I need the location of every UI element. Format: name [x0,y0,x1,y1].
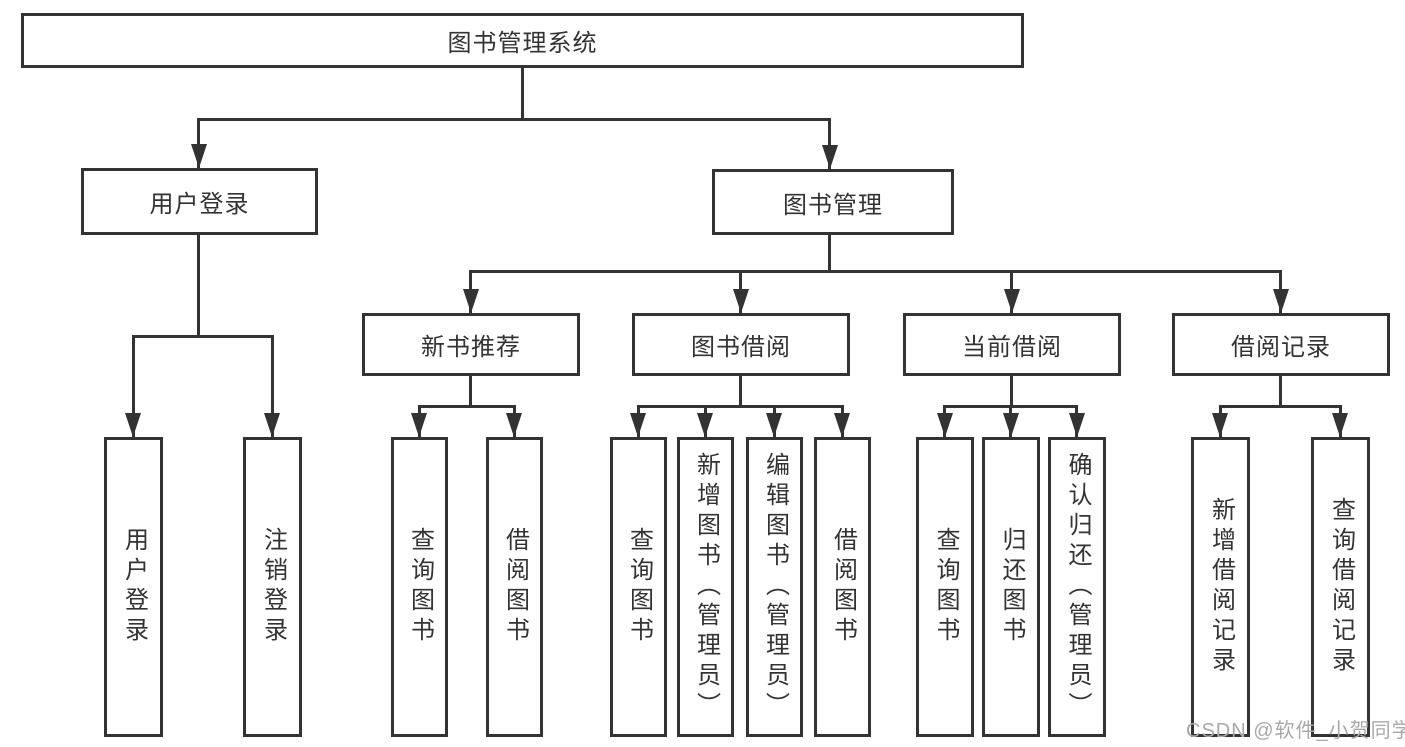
node-new-book-recommend: 新书推荐 [362,313,580,376]
leaf-edit-book-admin: 编辑图书（管理员） [746,437,803,737]
arrow-down-icon [1332,413,1348,437]
connector-book-mgmt-stem [828,235,831,273]
arrow-down-icon [411,413,427,437]
node-book-borrow: 图书借阅 [632,313,850,376]
leaf-query-books-borrow: 查询图书 [610,437,667,737]
leaf-add-book-admin: 新增图书（管理员） [677,437,734,737]
connector-current-stem [1010,376,1013,408]
arrow-down-icon [766,413,782,437]
leaf-confirm-return-admin: 确认归还（管理员） [1048,437,1106,737]
node-borrow-records: 借阅记录 [1172,313,1390,376]
arrow-down-icon [630,413,646,437]
arrow-down-icon [1003,413,1019,437]
leaf-return-books: 归还图书 [982,437,1040,737]
node-root: 图书管理系统 [21,13,1024,68]
arrow-down-icon [697,413,713,437]
leaf-query-books-recommend: 查询图书 [391,437,448,737]
node-current-borrow: 当前借阅 [903,313,1121,376]
rail-level2 [469,270,1282,273]
watermark: CSDN @软件_小贺同学 [1186,720,1405,742]
arrow-down-icon [264,413,280,437]
connector-stub-user-login [197,118,200,168]
node-book-management: 图书管理 [712,169,954,235]
leaf-borrow-books: 借阅图书 [814,437,871,737]
arrow-down-icon [1069,413,1085,437]
arrow-down-icon [834,413,850,437]
leaf-logout: 注销登录 [243,437,302,737]
arrow-down-icon [1004,289,1020,313]
connector-leaf-login-2 [271,335,274,437]
leaf-user-login: 用户登录 [104,437,163,737]
leaf-borrow-books-recommend: 借阅图书 [486,437,543,737]
connector-recommend-stem [469,376,472,408]
connector-user-login-stem [197,235,200,338]
connector-stub-book-mgmt [828,118,831,169]
connector-borrow-stem [739,376,742,408]
arrow-down-icon [937,413,953,437]
arrow-down-icon [1273,289,1289,313]
arrow-down-icon [1212,413,1228,437]
connector-root-stem [521,68,524,121]
node-user-login: 用户登录 [81,168,318,235]
leaf-query-books-current: 查询图书 [916,437,974,737]
leaf-add-borrow-record: 新增借阅记录 [1191,437,1250,737]
arrow-down-icon [506,413,522,437]
arrow-down-icon [822,145,838,169]
rail-login-children [132,335,274,338]
rail-level1 [197,118,831,121]
arrow-down-icon [463,289,479,313]
rail-borrow-children [637,405,844,408]
arrow-down-icon [733,289,749,313]
rail-recommend-children [418,405,516,408]
rail-records-children [1219,405,1342,408]
leaf-query-borrow-record: 查询借阅记录 [1311,437,1370,737]
connector-records-stem [1279,376,1282,408]
connector-leaf-login-1 [132,335,135,437]
arrow-down-icon [125,413,141,437]
arrow-down-icon [191,144,207,168]
